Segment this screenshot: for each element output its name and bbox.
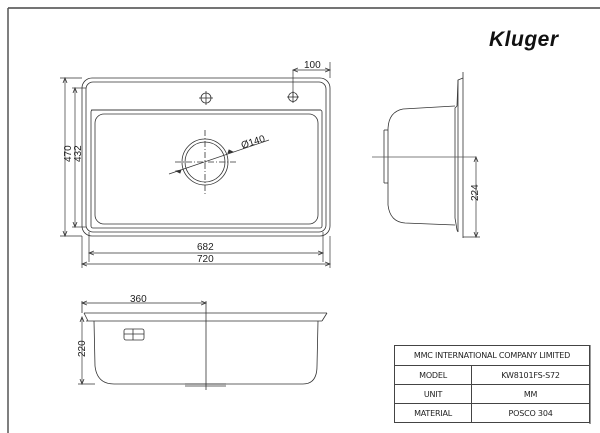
unit-value: MM bbox=[471, 384, 590, 404]
bowl-depth-label: 432 bbox=[73, 145, 84, 162]
model-value: KW8101FS-S72 bbox=[471, 365, 590, 385]
brand-logo: Kluger bbox=[489, 28, 559, 51]
drain-height-label: 224 bbox=[470, 184, 481, 201]
title-row-unit: UNIT MM bbox=[393, 384, 590, 404]
unit-label: UNIT bbox=[393, 384, 473, 404]
material-value: POSCO 304 bbox=[471, 403, 590, 423]
company-name: MMC INTERNATIONAL COMPANY LIMITED bbox=[394, 345, 590, 366]
tap-hole-center bbox=[199, 91, 213, 105]
title-row-model: MODEL KW8101FS-S72 bbox=[393, 365, 590, 385]
top-view bbox=[81, 77, 331, 237]
sheet-frame bbox=[7, 7, 600, 433]
front-view bbox=[78, 301, 328, 390]
drain-diameter-label: Ø140 bbox=[240, 133, 267, 151]
material-label: MATERIAL bbox=[393, 403, 473, 423]
side-view bbox=[372, 72, 480, 238]
overflow-slot bbox=[123, 328, 145, 341]
top-view-dimensions bbox=[60, 62, 330, 268]
title-row-material: MATERIAL POSCO 304 bbox=[393, 403, 590, 423]
overall-depth-label: 470 bbox=[63, 145, 74, 162]
tap-offset-label: 100 bbox=[304, 60, 321, 71]
bowl-width-label: 682 bbox=[197, 242, 214, 253]
drain-offset-label: 360 bbox=[130, 294, 147, 305]
title-block: MMC INTERNATIONAL COMPANY LIMITED MODEL … bbox=[393, 345, 590, 423]
drain-circle bbox=[168, 130, 270, 195]
model-label: MODEL bbox=[393, 365, 473, 385]
overall-width-label: 720 bbox=[197, 254, 214, 265]
bowl-height-label: 220 bbox=[77, 340, 88, 357]
